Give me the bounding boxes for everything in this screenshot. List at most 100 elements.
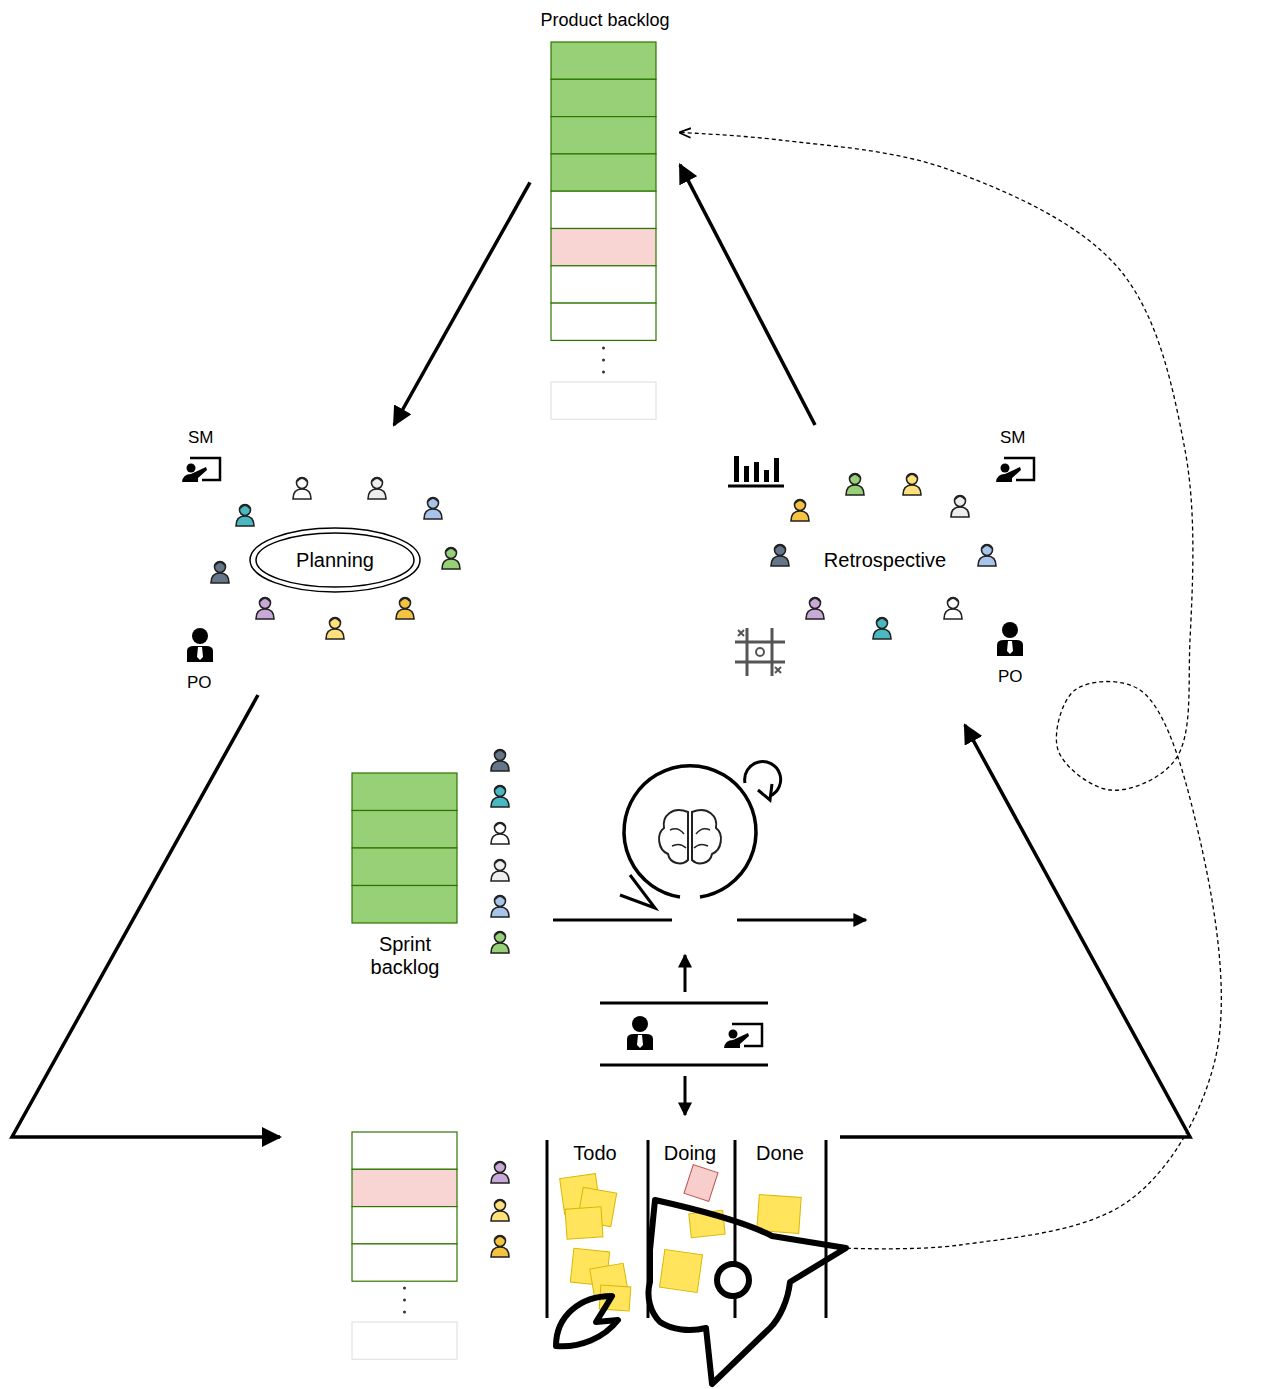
person-head (810, 598, 821, 609)
node-label: Todo (573, 1142, 616, 1165)
ellipsis-dot (403, 1287, 406, 1290)
backlog-item (352, 811, 457, 849)
person-hair (495, 860, 505, 863)
team-member-icon (951, 496, 969, 518)
person-body (491, 797, 509, 807)
person-head (372, 478, 383, 489)
person-hair (795, 500, 805, 503)
person-hair (400, 598, 410, 601)
backlog-item (352, 1132, 457, 1169)
person-hair (495, 1200, 505, 1203)
team-member-icon (491, 1236, 509, 1258)
ellipsis-dot (403, 1311, 406, 1314)
ellipsis-dot (602, 347, 605, 350)
person-body (951, 507, 969, 517)
person-body (293, 489, 311, 499)
person-body (256, 609, 274, 619)
person-body (491, 907, 509, 917)
sprint-circle-head (620, 875, 655, 908)
person-head (330, 618, 341, 629)
feedback-connector (680, 133, 1221, 1249)
person-hair (775, 545, 785, 548)
backlog-stack (352, 773, 457, 923)
grid-x (738, 630, 744, 636)
person-hair (907, 474, 917, 477)
backlog-ghost (352, 1322, 457, 1359)
person-head (907, 474, 918, 485)
chart-base (728, 485, 784, 488)
sm-body (182, 467, 207, 482)
down-arrow (684, 1076, 687, 1115)
node-label: Doing (664, 1142, 716, 1165)
person-body (368, 489, 386, 499)
chart-bar (734, 456, 739, 482)
role-label-sm: SM (188, 428, 214, 448)
person-hair (850, 474, 860, 477)
backlog-item (352, 1169, 457, 1206)
person-hair (297, 478, 307, 481)
person-body (491, 761, 509, 771)
rocket-flame (556, 1296, 618, 1346)
po-head (192, 628, 208, 644)
sm-body (724, 1033, 749, 1048)
backlog-item (551, 229, 656, 266)
team-member-icon (491, 750, 509, 772)
team-member-icon (846, 474, 864, 496)
node-label: Sprint backlog (360, 933, 450, 979)
po-body (997, 640, 1023, 656)
person-head (240, 505, 251, 516)
team-member-icon (491, 823, 509, 845)
team-member-icon (293, 478, 311, 500)
person-body (236, 516, 254, 526)
person-head (495, 1200, 506, 1211)
person-head (955, 496, 966, 507)
person-head (215, 562, 226, 573)
sprint-circle (624, 766, 756, 897)
team-member-icon (424, 498, 442, 520)
person-body (791, 511, 809, 521)
sticky-note (565, 1207, 603, 1239)
product-owner-icon (627, 1016, 653, 1050)
scrum-master-icon (182, 458, 220, 482)
sm-head (187, 464, 196, 473)
facilitation-line (600, 1064, 768, 1067)
flow-connector (840, 725, 1190, 1137)
person-hair (240, 505, 250, 508)
person-hair (495, 932, 505, 935)
grid-line (735, 661, 785, 664)
person-head (982, 545, 993, 556)
po-body (627, 1034, 653, 1050)
person-body (491, 943, 509, 953)
brain-folds (670, 829, 710, 848)
bar-chart-icon (728, 456, 784, 486)
backlog-item (551, 154, 656, 191)
po-head (1002, 622, 1018, 638)
team-member-icon (491, 860, 509, 882)
backlog-item (352, 848, 457, 886)
po-tie (1007, 641, 1013, 654)
sm-head (729, 1030, 738, 1039)
chart-bar (764, 470, 769, 482)
grid-x (775, 667, 781, 673)
tic-tac-toe-icon (735, 628, 785, 676)
team-member-icon (806, 598, 824, 620)
sticky-note (757, 1195, 801, 1234)
person-head (877, 618, 888, 629)
person-body (396, 609, 414, 619)
sprint-loop-icon (553, 762, 866, 920)
team-member-icon (978, 545, 996, 567)
task-board: TodoDoingDone (280, 1128, 840, 1368)
sm-body (996, 467, 1021, 482)
person-head (795, 500, 806, 511)
team-member-icon (791, 500, 809, 522)
backlog-item (551, 303, 656, 340)
flow-connector (12, 695, 280, 1137)
person-body (846, 485, 864, 495)
person-head (948, 598, 959, 609)
person-head (495, 896, 506, 907)
grid-line (771, 628, 774, 676)
person-body (491, 1211, 509, 1221)
backlog-item (551, 79, 656, 116)
node-label: Product backlog (540, 10, 669, 31)
role-label-po: PO (998, 667, 1023, 687)
